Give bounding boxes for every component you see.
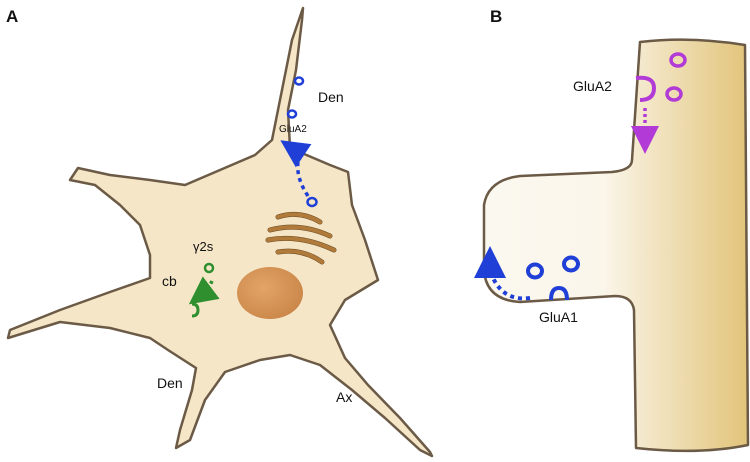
glua2-vesicle-b1 xyxy=(669,52,687,68)
glua2-trafficking-arrow xyxy=(280,140,312,197)
panel-a-letter: A xyxy=(6,7,18,26)
golgi-apparatus xyxy=(265,211,337,265)
neuron-cell-body xyxy=(6,6,434,458)
glua2-membrane-insert-b xyxy=(635,75,657,102)
dendritic-spine xyxy=(482,38,750,453)
nucleus xyxy=(237,267,303,319)
gamma2s-membrane-insert xyxy=(191,302,200,318)
glua2-vesicle-golgi xyxy=(306,196,318,208)
label-den-top: Den xyxy=(318,89,344,105)
label-cb: cb xyxy=(162,273,177,289)
glua2-vesicle-top xyxy=(293,76,305,86)
glua1-vesicle-1 xyxy=(526,262,544,280)
glua2-vesicle-mid xyxy=(286,109,298,119)
glua1-membrane-insert xyxy=(549,285,569,301)
label-glua2-a: GluA2 xyxy=(279,124,307,135)
panel-b: B GluA2 GluA1 xyxy=(474,7,750,453)
label-gamma2s: γ2s xyxy=(193,239,214,254)
gamma2s-vesicle xyxy=(203,262,215,274)
label-den-bottom: Den xyxy=(157,375,183,391)
label-ax: Ax xyxy=(336,389,352,405)
panel-a: A Den GluA2 γ2s cb Den Ax xyxy=(6,6,434,458)
glua1-vesicle-2 xyxy=(562,255,580,273)
label-glua1: GluA1 xyxy=(539,309,578,325)
panel-b-letter: B xyxy=(490,7,502,26)
glua2-vesicle-b2 xyxy=(665,86,683,102)
label-glua2-b: GluA2 xyxy=(573,78,612,94)
gamma2s-arrow xyxy=(188,276,220,305)
